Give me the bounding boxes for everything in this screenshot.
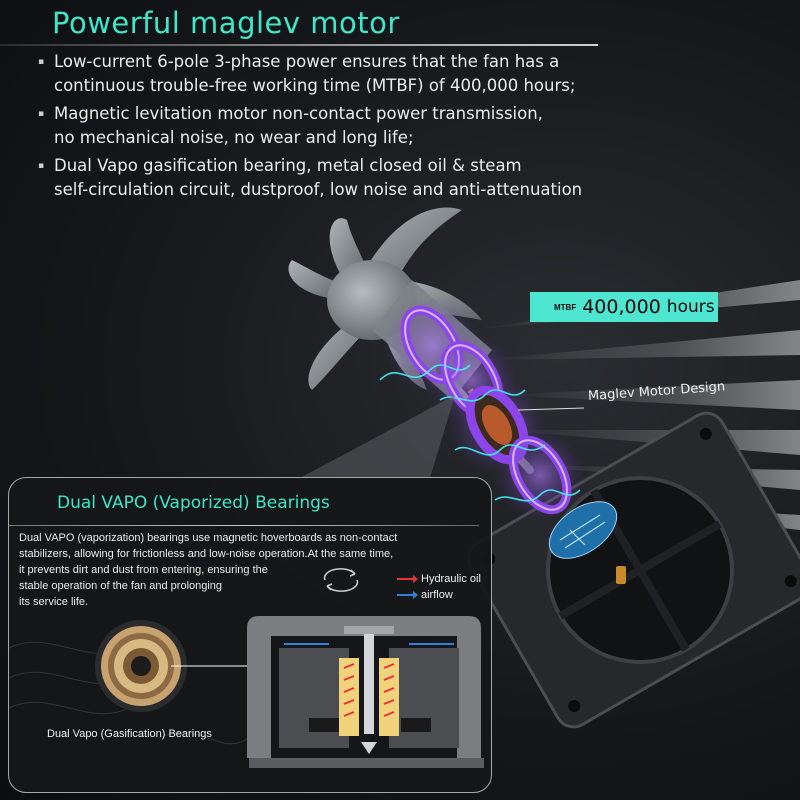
legend-label: Hydraulic oil [421, 573, 481, 585]
feature-line: self-circulation circuit, dustproof, low… [54, 180, 583, 199]
feature-line: Dual Vapo gasification bearing, metal cl… [54, 156, 522, 175]
legend-item-airflow: airflow [397, 587, 481, 603]
feature-line: continuous trouble-free working time (MT… [54, 76, 576, 95]
panel-divider [9, 525, 479, 526]
rotate-arrows-icon [323, 568, 359, 592]
feature-line: Low-current 6-pole 3-phase power ensures… [54, 52, 560, 71]
blue-arrow-icon [397, 591, 418, 599]
description-line: stable operation of the fan and prolongi… [19, 580, 223, 592]
bearing-info-panel: Dual VAPO (Vaporized) Bearings Dual VAPO… [8, 477, 492, 793]
circuit-board [548, 501, 618, 559]
feature-line: no mechanical noise, no wear and long li… [54, 128, 414, 147]
shaft-bushing [616, 566, 626, 584]
panel-description: Dual VAPO (vaporization) bearings use ma… [19, 530, 474, 610]
description-line: it prevents dirt and dust from entering,… [19, 564, 268, 576]
legend-item-hydraulic-oil: Hydraulic oil [397, 571, 481, 587]
mtbf-unit: hours [666, 297, 715, 317]
legend-label: airflow [421, 589, 453, 601]
page-title: Powerful maglev motor [52, 6, 400, 40]
feature-item: Low-current 6-pole 3-phase power ensures… [38, 50, 638, 98]
feature-item: Magnetic levitation motor non-contact po… [38, 102, 638, 150]
description-line: its service life. [19, 596, 89, 608]
hydraulic-flow-arrows [343, 663, 395, 717]
feature-item: Dual Vapo gasification bearing, metal cl… [38, 154, 638, 202]
panel-pointer [300, 395, 455, 478]
mtbf-prefix: MTBF [554, 302, 577, 312]
title-divider [0, 44, 598, 46]
mtbf-badge: MTBF 400,000 hours [530, 292, 718, 322]
bearing-diagram [9, 616, 484, 768]
bearing-caption: Dual Vapo (Gasification) Bearings [47, 728, 212, 740]
feature-line: Magnetic levitation motor non-contact po… [54, 104, 543, 123]
description-line: Dual VAPO (vaporization) bearings use ma… [19, 532, 398, 544]
maglev-leader-line [517, 407, 585, 411]
feature-list: Low-current 6-pole 3-phase power ensures… [38, 50, 638, 206]
panel-title: Dual VAPO (Vaporized) Bearings [57, 493, 330, 513]
description-line: stabilizers, allowing for frictionless a… [19, 548, 394, 560]
red-arrow-icon [397, 575, 418, 583]
flow-legend: Hydraulic oil airflow [397, 571, 481, 603]
bearing-photo [95, 620, 187, 712]
bearing-cross-section [247, 616, 484, 768]
mtbf-value: 400,000 [582, 296, 661, 318]
